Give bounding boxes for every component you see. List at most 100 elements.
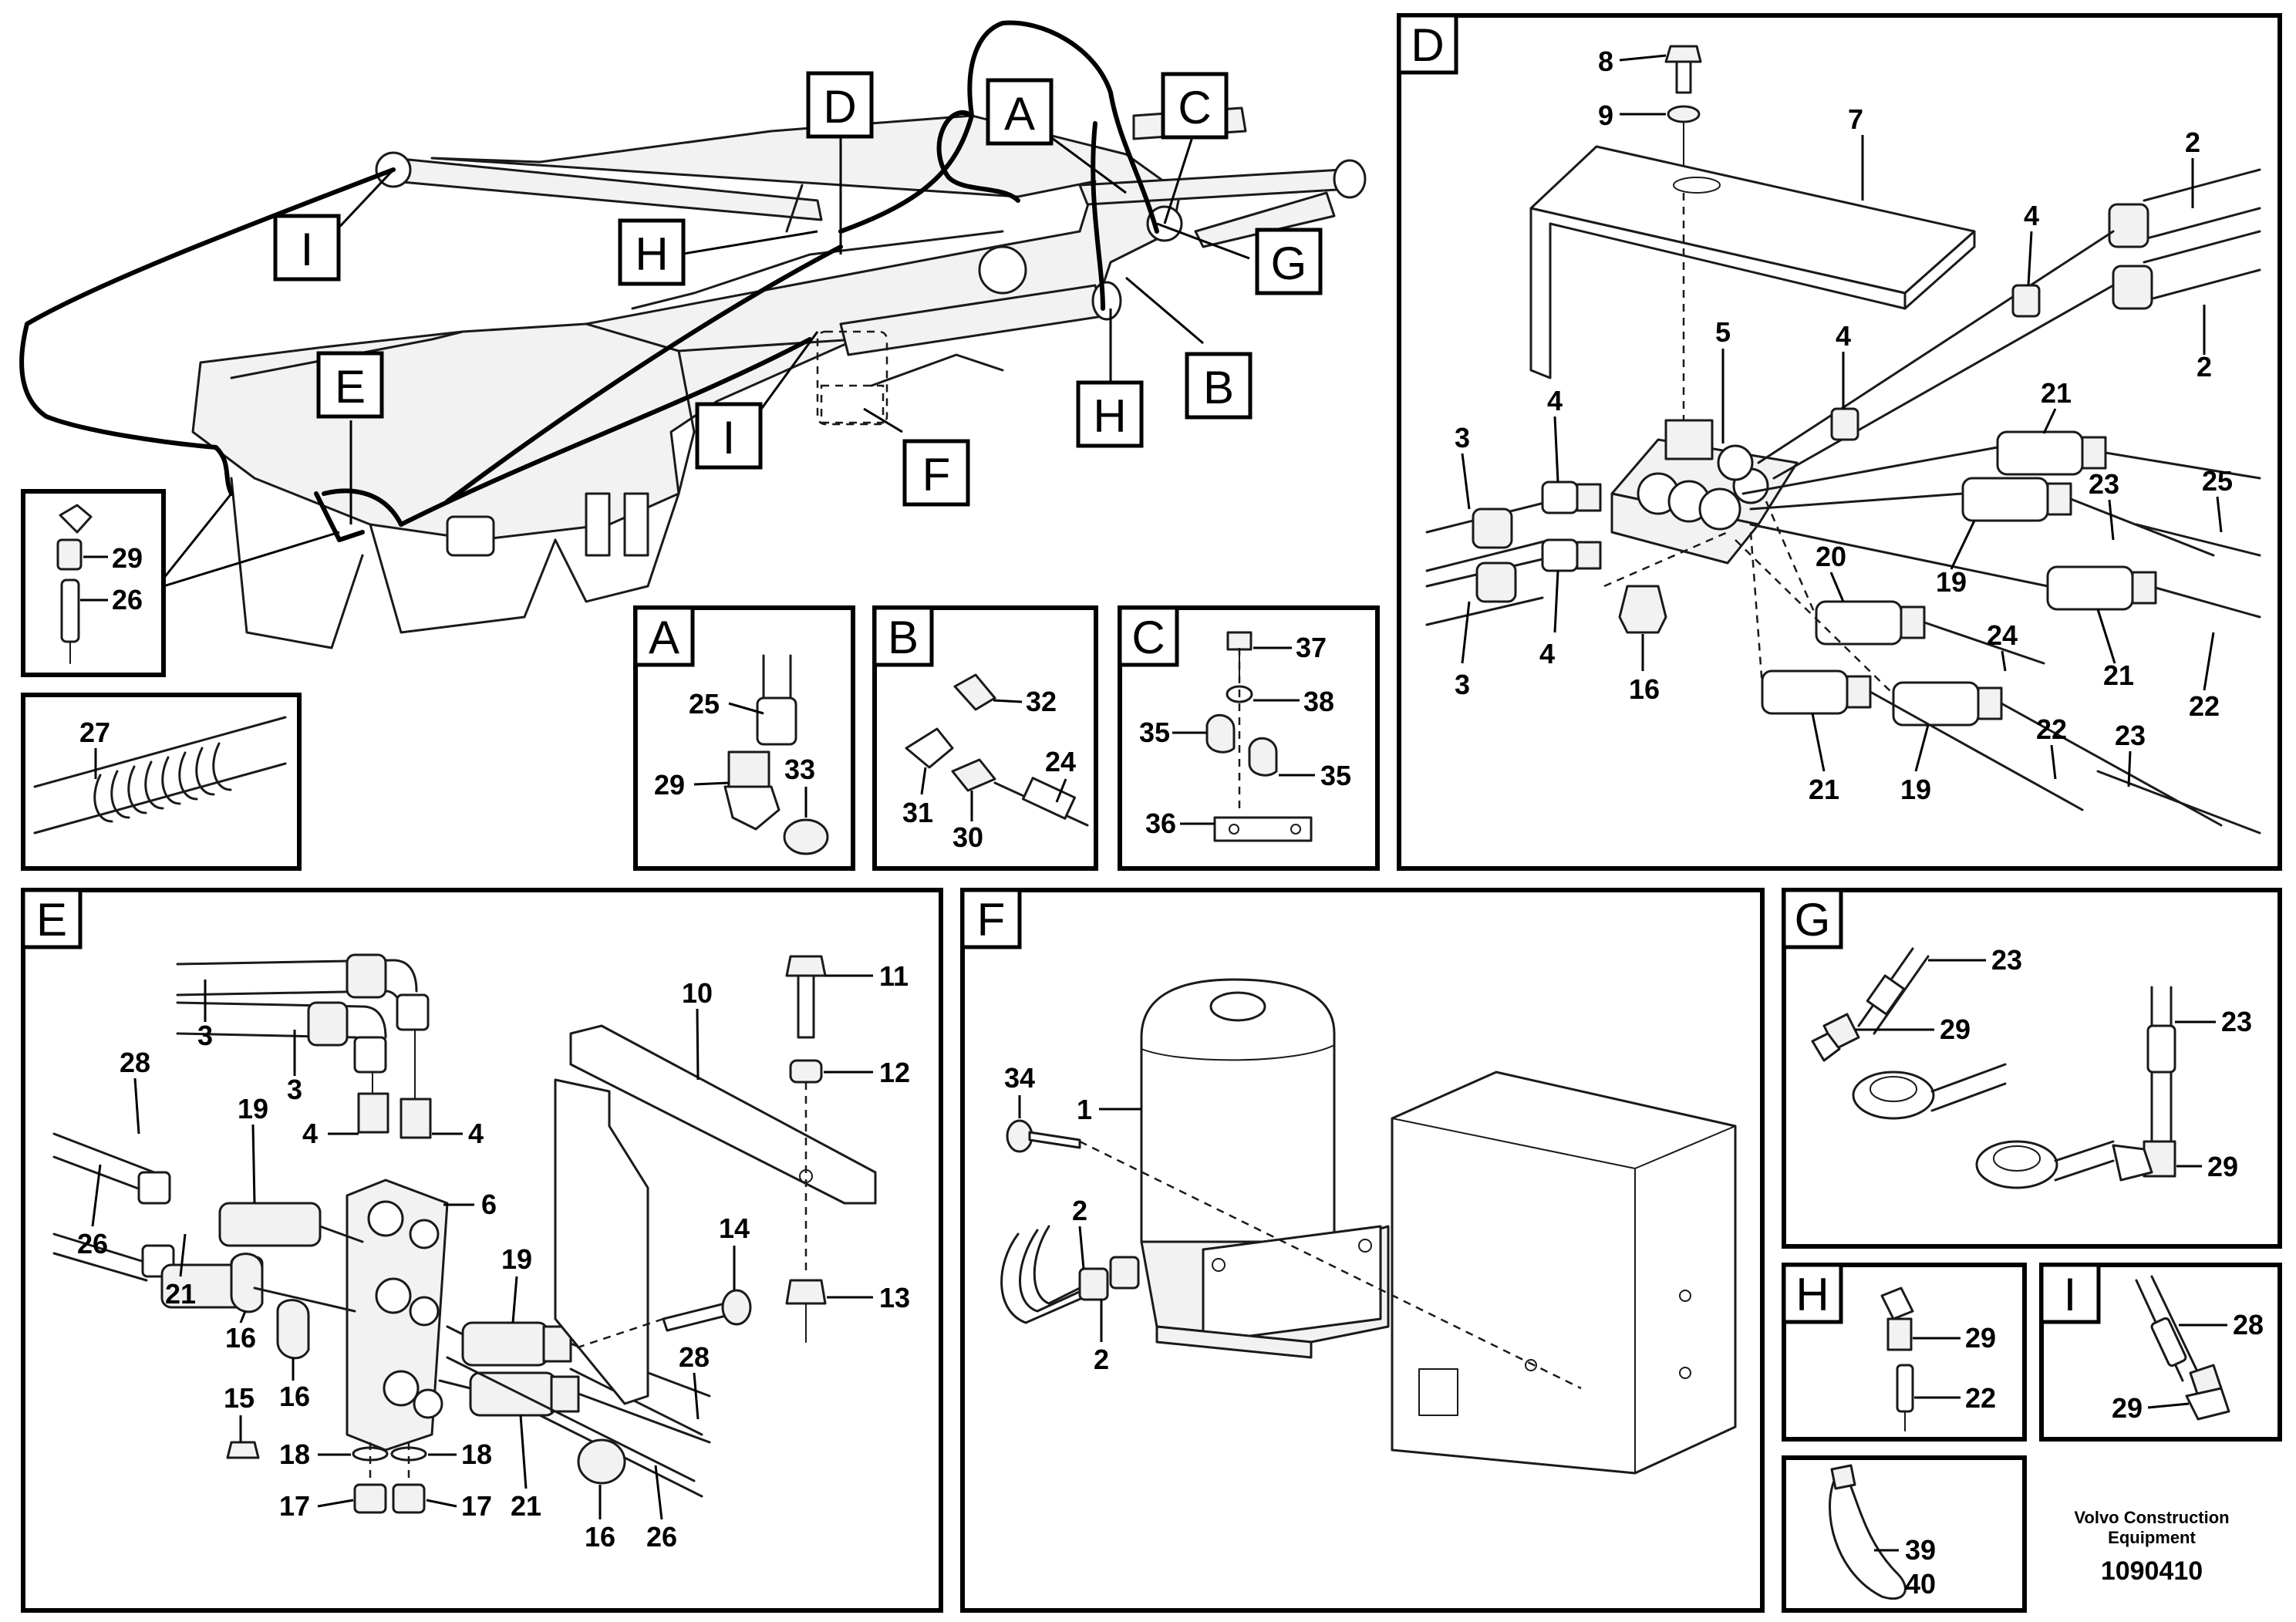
callout-e-4a: 4 (302, 1118, 318, 1149)
tag-H-mid[interactable] (1076, 380, 1144, 448)
callout-d-24: 24 (1987, 619, 2018, 651)
callout-f-2a: 2 (1072, 1195, 1087, 1226)
panel-B: B 32 24 31 30 (872, 605, 1098, 871)
callout-d-4a: 4 (2024, 200, 2039, 231)
callout-d-22b: 22 (2036, 713, 2067, 745)
callout-b-31: 31 (902, 797, 933, 828)
tag-F[interactable] (902, 439, 970, 507)
callout-d-9: 9 (1598, 99, 1613, 131)
callout-d-3b: 3 (1455, 669, 1470, 700)
callout-c-37: 37 (1296, 632, 1327, 663)
tag-D[interactable] (806, 71, 874, 139)
tag-G[interactable] (1255, 228, 1323, 295)
callout-c-35a: 35 (1139, 717, 1170, 748)
panel-C: C 37 38 35 35 36 (1118, 605, 1380, 871)
callout-e-28a: 28 (120, 1047, 150, 1078)
tag-D-label: D (823, 81, 856, 133)
callout-d-20: 20 (1816, 541, 1846, 572)
callout-e-19b: 19 (501, 1243, 532, 1275)
callout-e-17b: 17 (461, 1490, 492, 1522)
callout-e-16a: 16 (225, 1322, 256, 1354)
callout-e-14: 14 (719, 1212, 750, 1244)
panel-F-label: F (977, 894, 1006, 946)
panel-E: E (21, 888, 943, 1613)
callout-a-25: 25 (689, 688, 720, 720)
callout-e-10: 10 (682, 977, 713, 1009)
tag-I-mid-label: I (723, 412, 736, 464)
callout-d-4d: 4 (1539, 638, 1555, 669)
panel-cable-tie: 39 40 (1782, 1455, 2027, 1613)
panel-A-label: A (649, 612, 679, 663)
callout-b-32: 32 (1026, 686, 1057, 717)
callout-e-15: 15 (224, 1382, 255, 1414)
tag-A[interactable] (986, 78, 1054, 146)
callout-g-23b: 23 (2221, 1006, 2252, 1037)
callout-e-26a: 26 (77, 1228, 108, 1259)
panel-H: H 29 22 (1782, 1263, 2027, 1442)
callout-d-3a: 3 (1455, 422, 1470, 454)
callout-a-33: 33 (784, 754, 815, 785)
panel-D: D (1397, 13, 2282, 871)
callout-e-4b: 4 (468, 1118, 484, 1149)
panel-D-label: D (1411, 19, 1444, 71)
callout-ov-26: 26 (112, 584, 143, 615)
callout-d-19a: 19 (1936, 566, 1967, 598)
callout-b-30: 30 (952, 821, 983, 853)
callout-h-22: 22 (1965, 1382, 1996, 1414)
callout-e-12: 12 (879, 1057, 910, 1088)
callout-d-7: 7 (1848, 103, 1863, 135)
callout-f-2b: 2 (1094, 1344, 1109, 1375)
callout-h-29: 29 (1965, 1322, 1996, 1354)
tag-E-label: E (335, 361, 366, 413)
drawing-number: 1090410 (2101, 1556, 2203, 1586)
callout-d-21a: 21 (2041, 377, 2072, 409)
tag-B[interactable] (1185, 352, 1253, 420)
callout-d-2a: 2 (2185, 126, 2200, 158)
callout-e-26b: 26 (646, 1521, 677, 1553)
callout-g-29b: 29 (2207, 1151, 2238, 1182)
callout-e-11: 11 (879, 960, 909, 992)
tag-F-label: F (922, 449, 951, 501)
callout-g-29a: 29 (1940, 1013, 1971, 1045)
callout-g-23a: 23 (1991, 944, 2022, 976)
tag-I-top[interactable] (273, 214, 341, 282)
callout-d-4c: 4 (1547, 385, 1563, 416)
tag-G-label: G (1271, 238, 1307, 289)
callout-e-6: 6 (481, 1189, 497, 1220)
callout-e-13: 13 (879, 1282, 910, 1313)
callout-t-39: 39 (1905, 1534, 1936, 1566)
tag-E[interactable] (316, 351, 384, 419)
callout-c-36: 36 (1145, 808, 1176, 839)
panel-G: G 23 29 23 29 (1782, 888, 2282, 1249)
tag-H-top-label: H (635, 228, 668, 280)
callout-d-4b: 4 (1836, 320, 1851, 352)
callout-f-1: 1 (1077, 1094, 1092, 1125)
callout-e-21b: 21 (511, 1490, 541, 1522)
callout-d-25: 25 (2202, 465, 2233, 497)
callout-e-18b: 18 (461, 1438, 492, 1470)
tag-A-label: A (1004, 88, 1035, 140)
callout-d-21c: 21 (1809, 774, 1839, 805)
callout-d-5: 5 (1715, 316, 1731, 348)
tag-I-mid[interactable] (695, 402, 763, 470)
inset-spiral-wrap: 27 (21, 693, 302, 871)
panel-E-label: E (36, 894, 67, 946)
panel-H-label: H (1795, 1269, 1829, 1320)
tag-C-label: C (1178, 82, 1211, 133)
panel-C-label: C (1131, 612, 1165, 663)
panel-B-label: B (888, 612, 919, 663)
callout-d-19b: 19 (1900, 774, 1931, 805)
panel-F: F 34 1 2 2 (960, 888, 1765, 1613)
tag-H-mid-label: H (1093, 390, 1126, 442)
tag-I-top-label: I (301, 224, 314, 275)
callout-e-3b: 3 (287, 1074, 302, 1105)
tag-C[interactable] (1161, 72, 1229, 140)
callout-d-2b: 2 (2197, 351, 2212, 383)
callout-f-34: 34 (1004, 1062, 1035, 1094)
callout-d-8: 8 (1598, 46, 1613, 77)
tag-H-top[interactable] (618, 218, 686, 286)
callout-e-16b: 16 (279, 1381, 310, 1412)
callout-b-24: 24 (1045, 746, 1076, 777)
callout-ov-29: 29 (112, 542, 143, 574)
